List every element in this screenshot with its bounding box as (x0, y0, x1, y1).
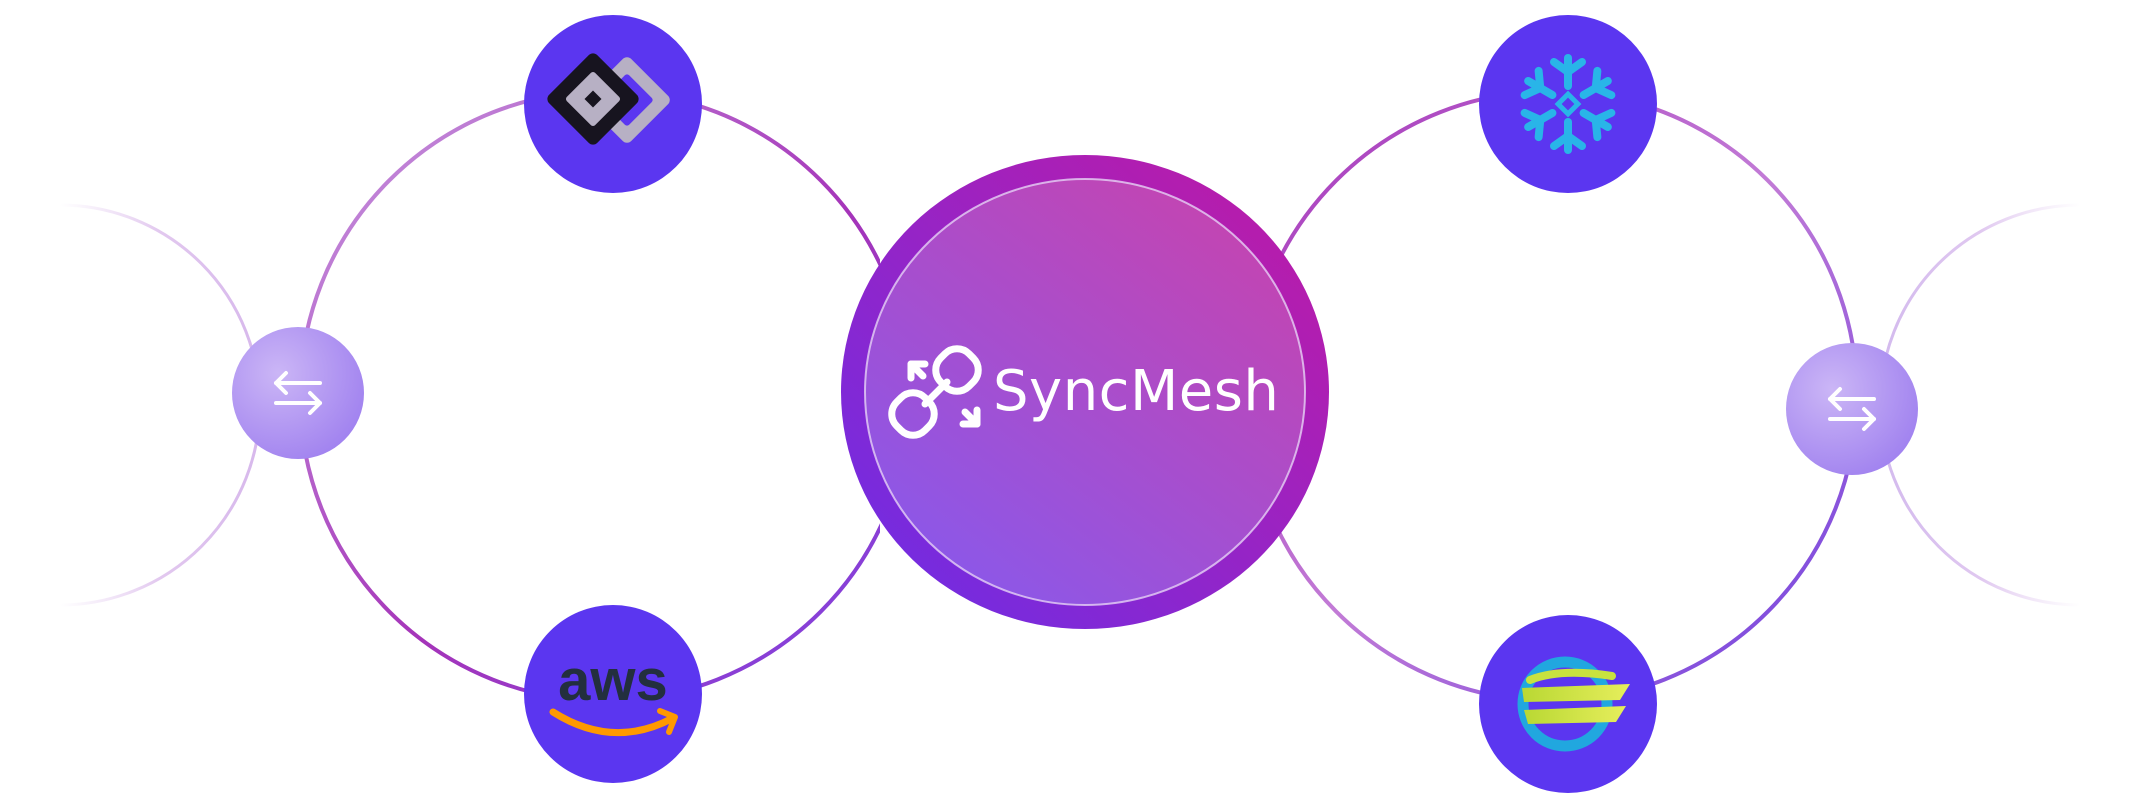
integration-node-aws[interactable]: aws (524, 605, 702, 783)
integration-node-snowflake[interactable] (1479, 15, 1657, 193)
integration-node-dbt[interactable] (524, 15, 702, 193)
syncmesh-hub[interactable]: SyncMesh (841, 155, 1329, 629)
aws-logo-icon: aws (549, 648, 678, 737)
swap-arrows-icon (1828, 387, 1876, 431)
connector-node-left[interactable] (232, 327, 364, 459)
striped-e-logo-icon (1517, 656, 1630, 752)
aws-wordmark: aws (558, 648, 668, 713)
outer-arc-left (59, 203, 262, 607)
diamond-layers-logo-icon (547, 53, 670, 145)
connector-node-right[interactable] (1786, 343, 1918, 475)
snowflake-logo-icon (1520, 54, 1616, 154)
sync-link-icon (888, 345, 982, 439)
brand-name: SyncMesh (993, 359, 1279, 424)
swap-arrows-icon (274, 371, 322, 415)
integration-node-e-logo[interactable] (1479, 615, 1657, 793)
